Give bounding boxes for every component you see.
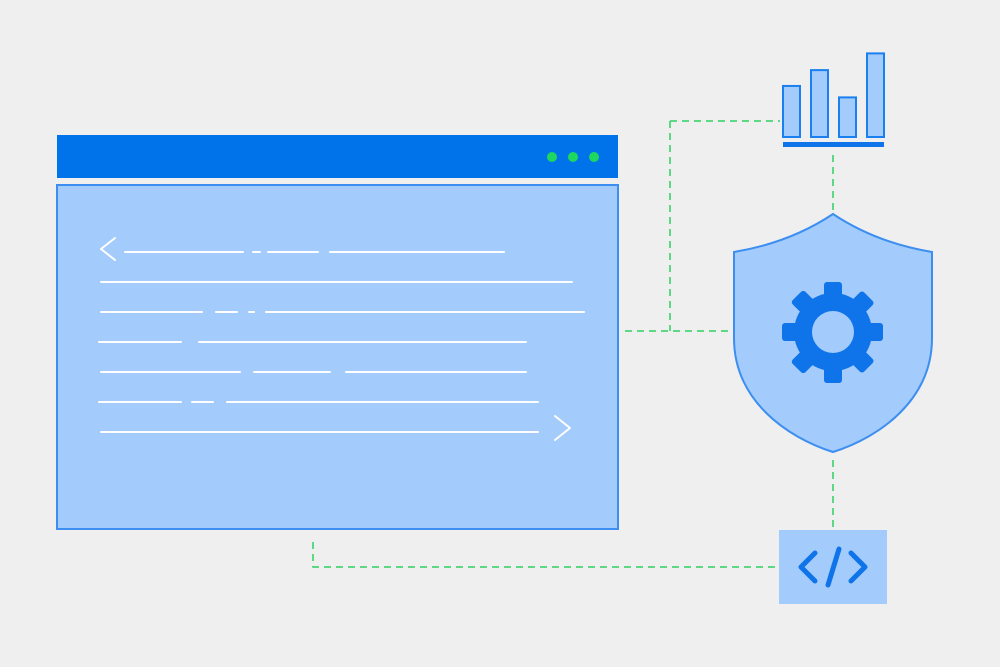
code-box [779, 530, 887, 604]
code-brackets-icon [798, 546, 868, 588]
gear-icon [782, 282, 883, 383]
chart-baseline [783, 142, 884, 147]
window-status-dot [547, 152, 557, 162]
code-bracket-left [798, 550, 818, 584]
bar-chart-icon [782, 52, 885, 147]
shield-icon [733, 212, 933, 454]
chevron-right-icon [554, 415, 571, 441]
chart-bar [810, 69, 829, 138]
chart-bar [782, 84, 801, 138]
chart-bar [866, 52, 885, 138]
chart-bar [838, 96, 857, 138]
chart-bars [782, 52, 885, 138]
connectors [312, 120, 834, 568]
code-lines [98, 237, 585, 441]
window-status-dot [568, 152, 578, 162]
window-body [56, 184, 619, 530]
code-bracket-right [848, 550, 868, 584]
window-status-dot [589, 152, 599, 162]
chevron-left-icon [100, 237, 116, 261]
connector-window-to-code [312, 542, 778, 568]
code-slash [825, 546, 842, 588]
browser-window-icon [56, 135, 619, 530]
window-titlebar [57, 135, 618, 178]
gear-hole [812, 311, 854, 353]
